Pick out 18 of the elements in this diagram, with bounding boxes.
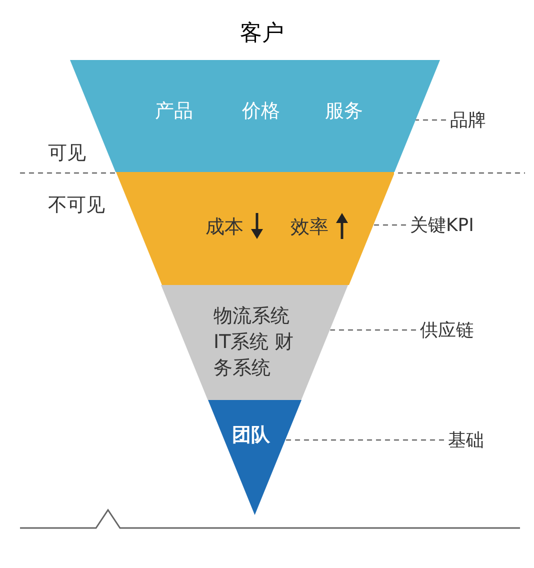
band-text: 团队 (232, 423, 270, 448)
leader-line (330, 329, 416, 331)
band-text: 产品 (155, 99, 193, 124)
band-text: 效率 (290, 215, 329, 240)
leader-line (286, 439, 444, 441)
band-text: 价格 (242, 99, 280, 124)
side-label: 品牌 (450, 110, 486, 131)
side-label: 关键KPI (410, 215, 474, 236)
title-text: 客户 (240, 20, 284, 48)
leader-line (372, 224, 406, 226)
side-label: 供应链 (420, 320, 474, 341)
side-label: 基础 (448, 430, 484, 451)
zone-label: 不可见 (48, 193, 105, 218)
leader-line (416, 119, 446, 121)
band-text: 服务 (325, 99, 363, 124)
zone-label: 可见 (48, 141, 86, 166)
band-text: 成本 (206, 215, 244, 240)
band-text: 物流系统 IT系统 财务系统 (213, 304, 295, 381)
